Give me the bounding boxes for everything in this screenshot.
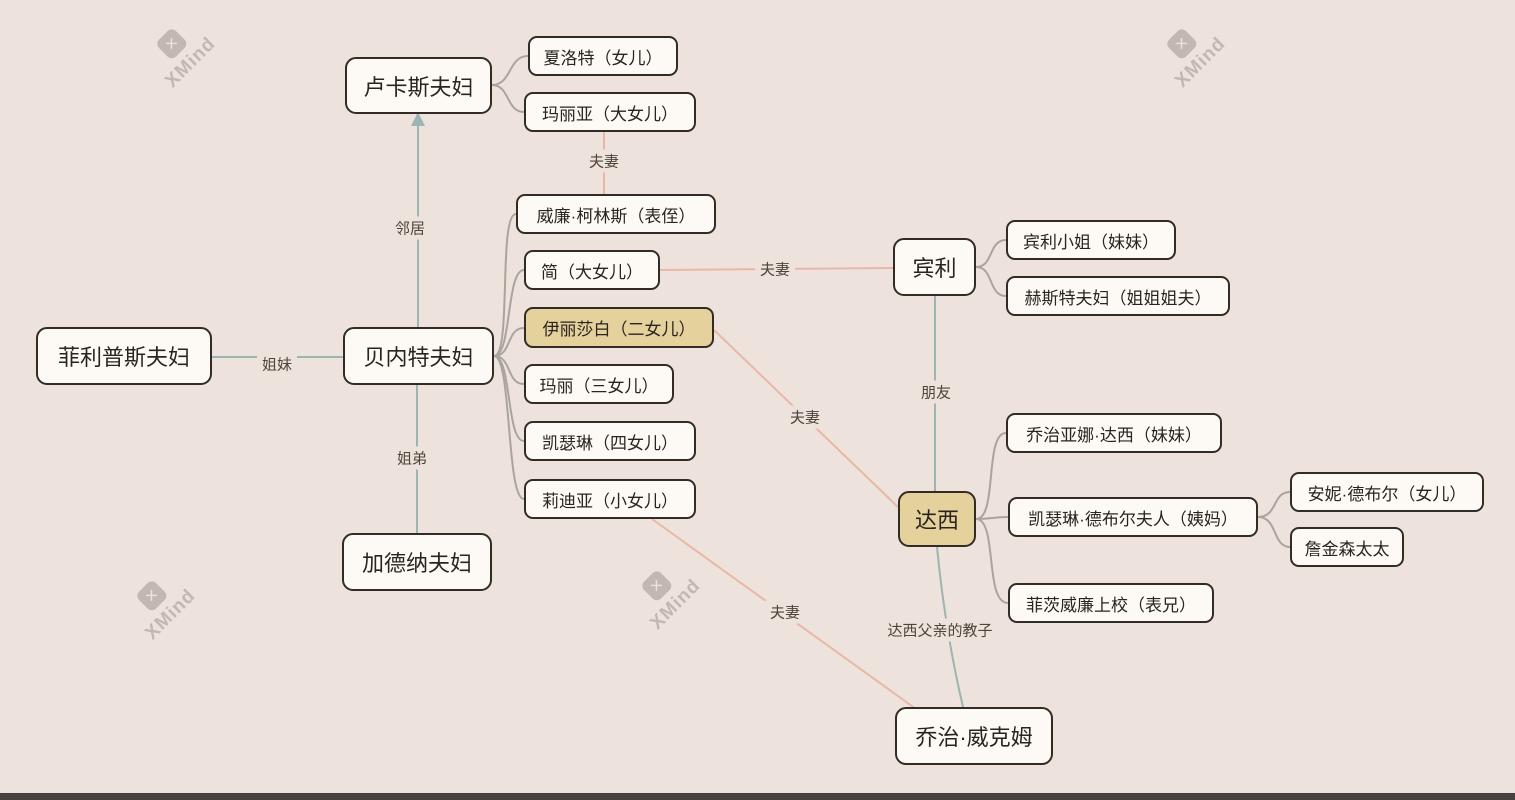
edge-label-couple-lydia-wickham: 夫妻	[764, 600, 806, 624]
edge-label-neighbor: 邻居	[389, 216, 431, 240]
node-jenkinson[interactable]: 詹金森太太	[1290, 527, 1404, 567]
edge-bennet-collins	[493, 213, 517, 357]
node-gardiner-couple[interactable]: 加德纳夫妇	[342, 533, 492, 591]
edge-label-couple-jane-bingley: 夫妻	[754, 257, 796, 281]
edge-bennet-lydia	[493, 355, 525, 500]
edge-bingley-missbingley	[975, 239, 1007, 268]
edge-bennet-elizabeth	[493, 327, 525, 357]
edge-ladycatherine-anne	[1257, 491, 1291, 518]
node-philips-couple[interactable]: 菲利普斯夫妇	[36, 327, 212, 385]
node-lady-catherine[interactable]: 凯瑟琳·德布尔夫人（姨妈）	[1008, 497, 1258, 537]
node-catherine[interactable]: 凯瑟琳（四女儿）	[524, 421, 696, 461]
edge-lucas-maria	[491, 84, 525, 113]
node-mary[interactable]: 玛丽（三女儿）	[524, 364, 674, 404]
bottom-bar	[0, 793, 1515, 800]
node-fitzwilliam[interactable]: 菲茨威廉上校（表兄）	[1008, 583, 1214, 623]
edge-bennet-jane	[493, 269, 525, 357]
edge-label-couple-collins: 夫妻	[583, 149, 625, 173]
branch-edges	[491, 55, 1291, 604]
node-bingley[interactable]: 宾利	[893, 238, 976, 296]
node-lydia[interactable]: 莉迪亚（小女儿）	[524, 479, 696, 519]
node-elizabeth[interactable]: 伊丽莎白（二女儿）	[524, 307, 714, 348]
edge-bingley-hurst	[975, 266, 1007, 297]
node-hurst-couple[interactable]: 赫斯特夫妇（姐姐姐夫）	[1006, 276, 1230, 316]
node-maria[interactable]: 玛丽亚（大女儿）	[524, 92, 696, 132]
edge-ladycatherine-jenkinson	[1257, 516, 1291, 548]
edge-lucas-charlotte	[491, 55, 529, 86]
edge-label-friends: 朋友	[915, 380, 957, 404]
node-jane[interactable]: 简（大女儿）	[524, 250, 660, 290]
edge-label-couple-elizabeth-darcy: 夫妻	[784, 405, 826, 429]
node-miss-bingley[interactable]: 宾利小姐（妹妹）	[1006, 220, 1176, 260]
edge-label-sister-brother: 姐弟	[391, 446, 433, 470]
node-george-wickham[interactable]: 乔治·威克姆	[895, 707, 1053, 765]
node-darcy[interactable]: 达西	[898, 491, 976, 547]
node-anne-de-bourgh[interactable]: 安妮·德布尔（女儿）	[1290, 472, 1484, 512]
node-charlotte[interactable]: 夏洛特（女儿）	[528, 36, 678, 76]
node-william-collins[interactable]: 威廉·柯林斯（表侄）	[516, 194, 716, 234]
node-georgiana[interactable]: 乔治亚娜·达西（妹妹）	[1006, 413, 1222, 453]
edge-darcy-georgiana	[975, 432, 1007, 520]
edge-darcy-fitzwilliam	[975, 518, 1009, 604]
edge-label-godson: 达西父亲的教子	[882, 618, 998, 642]
node-lucas-couple[interactable]: 卢卡斯夫妇	[345, 57, 492, 114]
arrowhead-neighbor	[411, 112, 425, 126]
edge-label-sisters: 姐妹	[256, 352, 298, 376]
node-bennet-couple[interactable]: 贝内特夫妇	[343, 327, 494, 385]
